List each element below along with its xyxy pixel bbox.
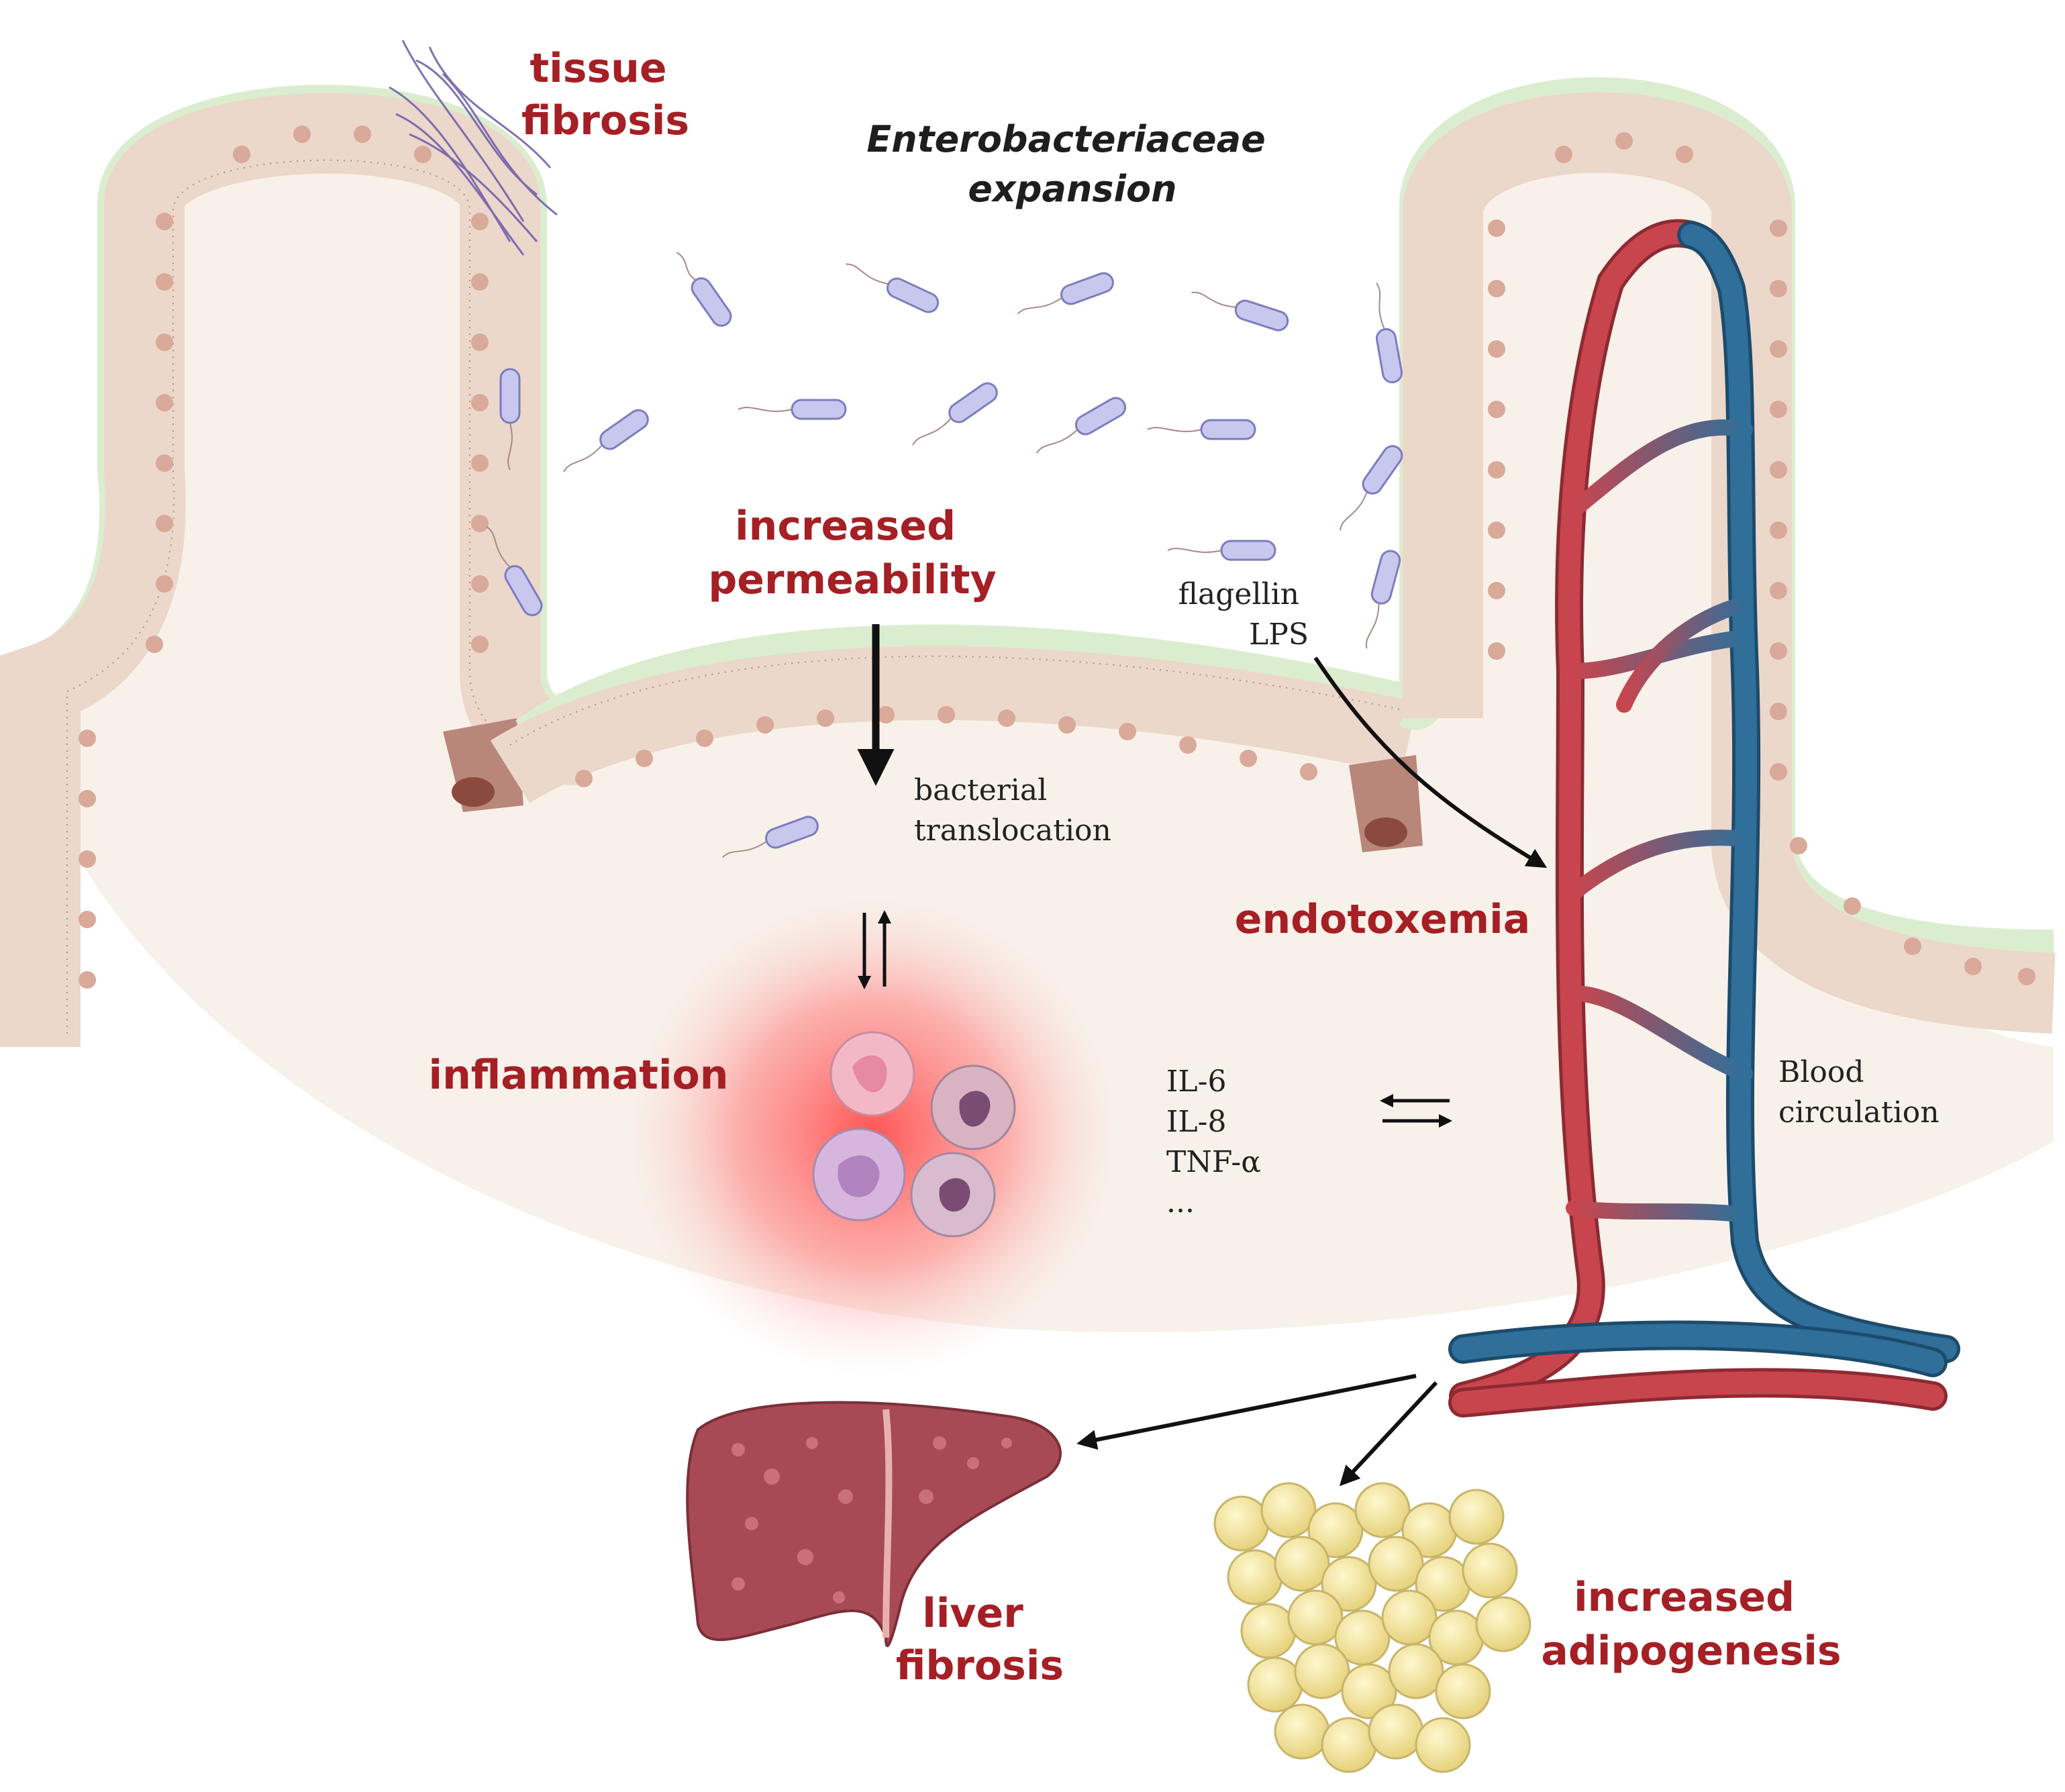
bacteria-group	[486, 252, 1403, 858]
endotoxemia-arrow	[1313, 656, 1548, 868]
bacterium-icon	[1167, 540, 1276, 561]
increased-adipogenesis-label: increased adipogenesis	[1541, 1574, 1841, 1675]
bacterium-icon	[738, 399, 847, 420]
immune-cells	[812, 1031, 1016, 1238]
cytokines-label: IL-6 IL-8 TNF-α ...	[1166, 1064, 1270, 1219]
liver-arrow	[1076, 1374, 1417, 1450]
increased-permeability-label: increased permeability	[708, 503, 996, 603]
bacterium-icon	[676, 252, 732, 327]
bacterium-icon	[563, 409, 649, 472]
bacterium-icon	[1375, 283, 1403, 384]
bacterium-icon	[1036, 397, 1127, 454]
blood-circulation-label: Blood circulation	[1778, 1055, 1940, 1130]
bacterium-icon	[1147, 419, 1256, 440]
left-villus	[0, 40, 579, 1047]
flagellin-lps-label: flagellin LPS	[1178, 577, 1309, 652]
left-villus-nuclei	[79, 126, 489, 989]
goblet-cell-crypt	[1349, 755, 1423, 852]
liver-fibrosis-label: liver fibrosis	[896, 1590, 1064, 1689]
lamina-propria	[20, 128, 2054, 1332]
bacterium-icon	[721, 815, 819, 858]
blood-vessel-network	[1448, 219, 1960, 1417]
adipose-arrow	[1339, 1381, 1438, 1487]
crypt-epithelium	[490, 624, 1423, 852]
bacterium-icon	[499, 368, 521, 470]
bacterium-icon	[1191, 291, 1289, 332]
liver-icon	[686, 1401, 1062, 1648]
bacterium-icon	[1017, 272, 1114, 315]
tissue-fibrosis-label: tissue fibrosis	[521, 45, 689, 144]
right-villus	[1398, 77, 2056, 1034]
inflammation-label: inflammation	[429, 1052, 729, 1099]
bacterium-icon	[486, 526, 543, 617]
endotoxemia-label: endotoxemia	[1235, 896, 1530, 943]
bacterium-icon	[1365, 550, 1401, 649]
tissue-fibrosis-strands	[389, 40, 558, 256]
arrows	[857, 624, 1548, 1487]
bacterium-icon	[846, 263, 940, 313]
capillaries	[1566, 419, 1753, 1223]
enterobacteriaceae-label: Enterobacteriaceae expansion	[866, 118, 1278, 210]
adipocytes-icon	[1213, 1482, 1531, 1773]
bacterium-icon	[1339, 445, 1403, 531]
bacterial-translocation-label: bacterial translocation	[914, 773, 1111, 848]
right-villus-epithelium	[1403, 92, 2056, 1034]
bacterium-icon	[912, 382, 998, 446]
left-villus-epithelium	[0, 93, 578, 1047]
